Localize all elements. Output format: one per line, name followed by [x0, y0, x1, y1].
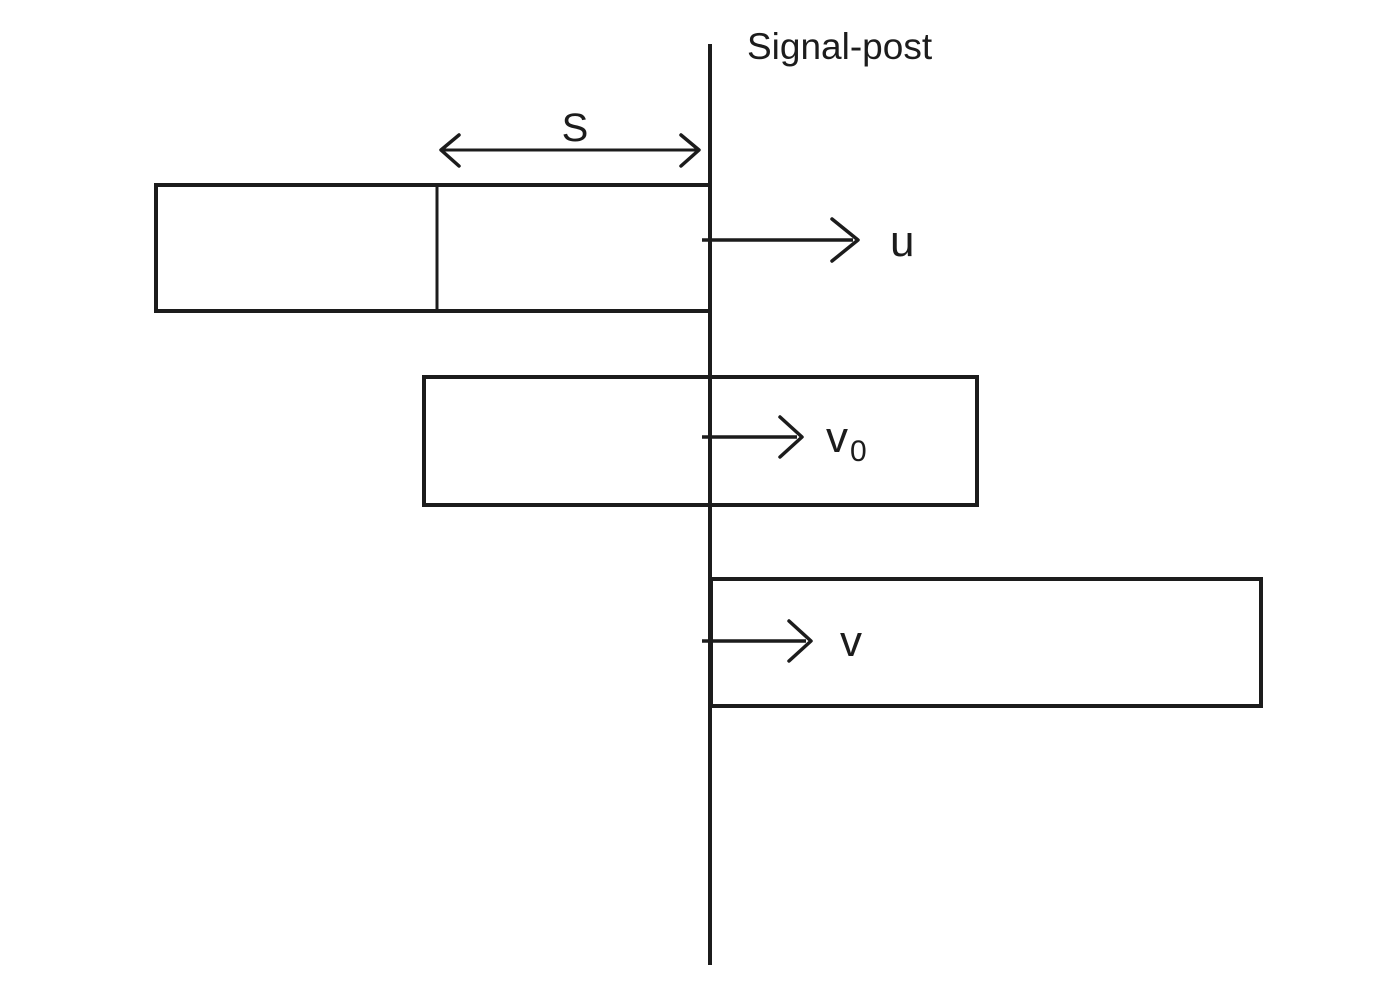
signal-post-label: Signal-post: [747, 26, 933, 67]
distance-label: S: [562, 106, 589, 150]
v0-velocity-label: v: [826, 413, 848, 462]
u-arrowhead-icon: [830, 217, 860, 263]
distance-arrow: [439, 133, 701, 168]
arrowhead-left-icon: [439, 133, 461, 168]
v0-velocity-subscript: 0: [850, 435, 867, 468]
u-velocity-arrow: [702, 217, 860, 263]
v-velocity-label: v: [840, 617, 862, 666]
v0-velocity-arrow: [702, 415, 804, 459]
v0-arrowhead-icon: [778, 415, 804, 459]
u-velocity-label: u: [890, 217, 914, 266]
train-rect-position-1: [154, 183, 712, 313]
v-velocity-arrow: [702, 619, 813, 663]
v-arrowhead-icon: [787, 619, 813, 663]
arrowhead-right-icon: [679, 133, 701, 168]
train-rect-position-2: [422, 375, 979, 507]
